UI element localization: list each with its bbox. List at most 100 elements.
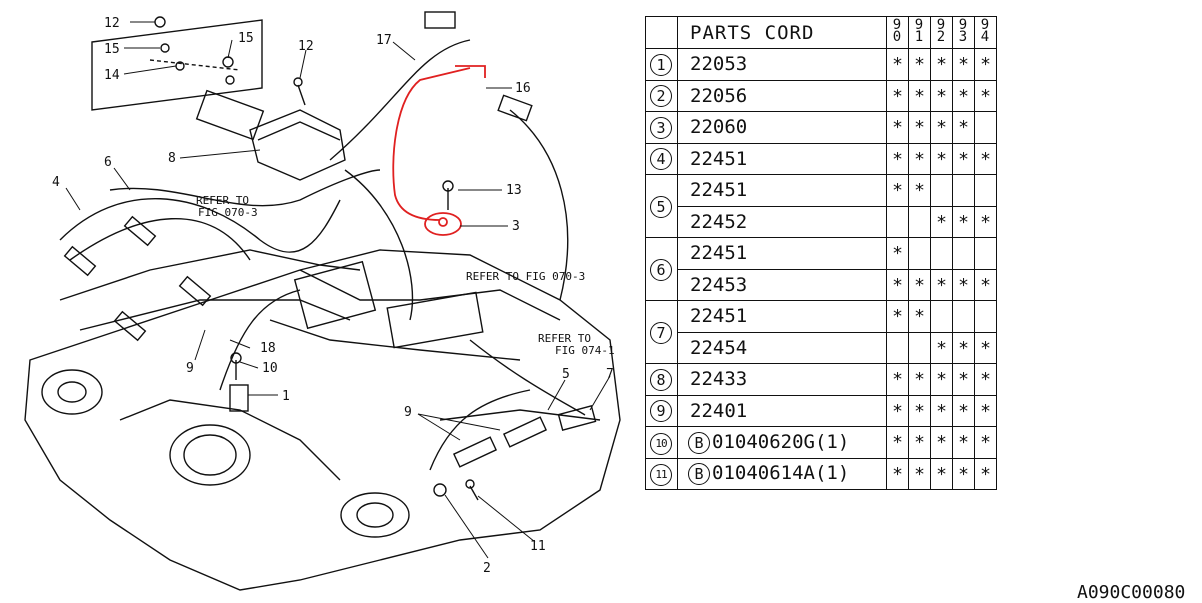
- item-number-cell: 3: [645, 111, 678, 144]
- item-number-cell: 7: [645, 300, 678, 364]
- header-year-94: 94: [974, 16, 997, 49]
- year-applicability-cell: *: [886, 79, 909, 112]
- part-number: 22053: [690, 53, 748, 76]
- applicability-mark: *: [958, 337, 969, 359]
- year-applicability-cell: *: [974, 48, 997, 81]
- year-applicability-cell: *: [886, 48, 909, 81]
- part-number: 22433: [690, 368, 748, 391]
- part-number-cell: 22451: [677, 300, 887, 333]
- table-row: 22453*****: [646, 268, 997, 301]
- item-number: 6: [650, 258, 672, 281]
- applicability-mark: *: [958, 54, 969, 76]
- applicability-mark: *: [936, 432, 947, 454]
- part-number: 22453: [690, 273, 748, 296]
- year-applicability-cell: [974, 237, 997, 270]
- year-applicability-cell: *: [886, 426, 909, 459]
- table-header-row: PARTS CORD 90 91 92 93 94: [645, 16, 997, 49]
- item-number-cell: 1: [645, 48, 678, 81]
- applicability-mark: *: [914, 85, 925, 107]
- applicability-mark: *: [980, 463, 991, 485]
- crank-pulley: [41, 369, 103, 415]
- applicability-mark: *: [958, 148, 969, 170]
- applicability-mark: *: [980, 274, 991, 296]
- refer-note-070-c: REFER TO FIG 070-3: [466, 270, 585, 283]
- applicability-mark: *: [958, 400, 969, 422]
- bracket-box: [91, 19, 263, 111]
- applicability-mark: *: [914, 117, 925, 139]
- applicability-mark: *: [914, 54, 925, 76]
- part-number: 22454: [690, 336, 748, 359]
- year-applicability-cell: *: [930, 111, 953, 144]
- year-applicability-cell: [974, 111, 997, 144]
- callout-15b: 15: [238, 31, 254, 46]
- year-applicability-cell: *: [952, 79, 975, 112]
- callout-10: 10: [262, 361, 278, 376]
- callout-8: 8: [168, 151, 176, 166]
- year-applicability-cell: *: [930, 457, 953, 490]
- header-year-93: 93: [952, 16, 975, 49]
- part-number: 01040614A(1): [712, 462, 850, 485]
- year-applicability-cell: *: [930, 48, 953, 81]
- applicability-mark: *: [914, 463, 925, 485]
- part-number-cell: 22453: [677, 268, 887, 301]
- callout-15a: 15: [104, 42, 120, 57]
- refer-note-074-b: FIG 074-1: [555, 344, 615, 357]
- year-applicability-cell: *: [930, 79, 953, 112]
- year-applicability-cell: *: [908, 142, 931, 175]
- part-number: 22451: [690, 305, 748, 328]
- applicability-mark: *: [936, 117, 947, 139]
- part-number-cell: 22454: [677, 331, 887, 364]
- item-number: 5: [650, 195, 672, 218]
- header-title: PARTS CORD: [677, 16, 887, 49]
- year-applicability-cell: *: [908, 111, 931, 144]
- callout-18: 18: [260, 341, 276, 356]
- year-applicability-cell: [930, 300, 953, 333]
- year-applicability-cell: *: [886, 237, 909, 270]
- table-row: 7 22451 * *: [645, 300, 997, 364]
- applicability-mark: *: [892, 54, 903, 76]
- header-year-91: 91: [908, 16, 931, 49]
- part-number: 01040620G(1): [712, 430, 850, 453]
- applicability-mark: *: [958, 274, 969, 296]
- year-applicability-cell: [974, 300, 997, 333]
- part-number-cell: 22401: [677, 394, 887, 427]
- year-applicability-cell: *: [908, 268, 931, 301]
- header-year-92: 92: [930, 16, 953, 49]
- item-number-cell: 5: [645, 174, 678, 238]
- part-number: 22401: [690, 399, 748, 422]
- part-number: 22451: [690, 179, 748, 202]
- highlighted-sensor-harness: [392, 65, 486, 236]
- item-number-cell: 9: [645, 394, 678, 427]
- item-number-cell: 10: [645, 426, 678, 459]
- callout-5: 5: [562, 367, 570, 382]
- callout-6: 6: [104, 155, 112, 170]
- engine-block: [24, 249, 621, 591]
- applicability-mark: *: [892, 117, 903, 139]
- applicability-mark: *: [914, 306, 925, 328]
- year-applicability-cell: *: [974, 142, 997, 175]
- applicability-mark: *: [980, 337, 991, 359]
- part-number: 22452: [690, 210, 748, 233]
- refer-note-074-a: REFER TO: [538, 332, 591, 345]
- year-applicability-cell: *: [886, 111, 909, 144]
- year-applicability-cell: *: [930, 363, 953, 396]
- year-applicability-cell: *: [952, 426, 975, 459]
- item-number: 10: [650, 432, 672, 455]
- year-applicability-cell: *: [952, 48, 975, 81]
- year-applicability-cell: *: [886, 268, 909, 301]
- part-number: 22451: [690, 147, 748, 170]
- applicability-mark: *: [980, 432, 991, 454]
- year-applicability-cell: *: [930, 142, 953, 175]
- item-number-cell: 6: [645, 237, 678, 301]
- refer-note-070-b: FIG 070-3: [198, 206, 258, 219]
- callout-4: 4: [52, 175, 60, 190]
- year-applicability-cell: [886, 205, 909, 238]
- year-applicability-cell: [908, 205, 931, 238]
- applicability-mark: *: [936, 337, 947, 359]
- applicability-mark: *: [958, 85, 969, 107]
- year-applicability-cell: [952, 300, 975, 333]
- applicability-mark: *: [892, 148, 903, 170]
